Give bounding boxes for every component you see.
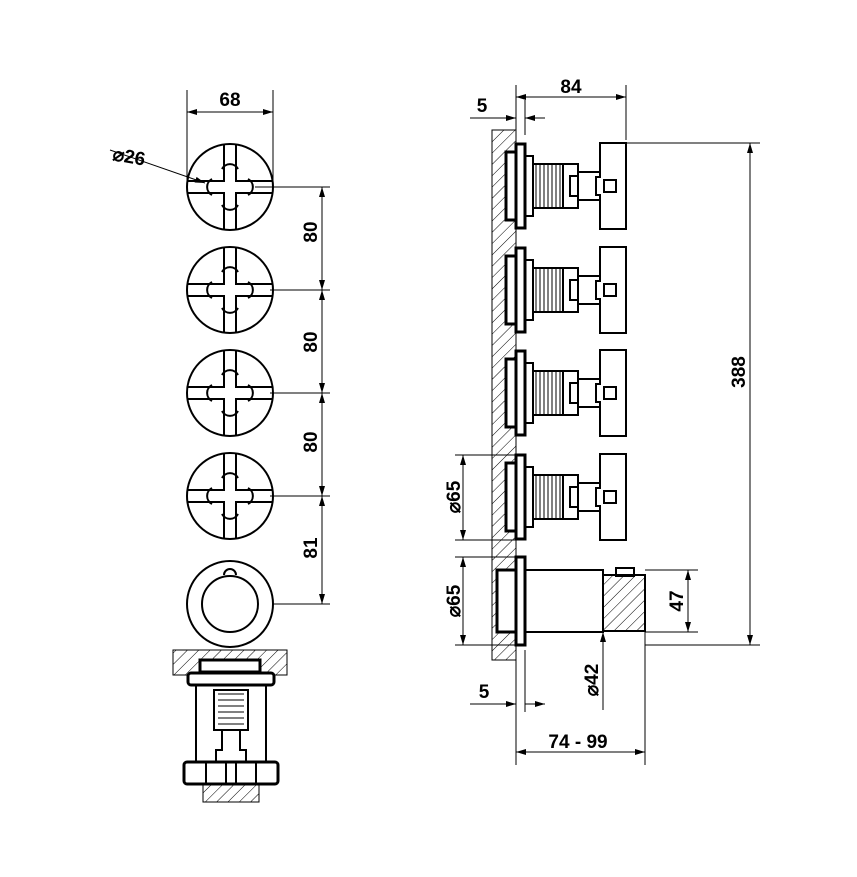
dim-depth-range: 74 - 99: [548, 732, 607, 753]
diverter-knob: [186, 560, 274, 648]
section-view: [172, 649, 288, 803]
side-valve-3: [504, 348, 628, 438]
handle-4: [186, 452, 274, 540]
dim-spacing-4: 81: [301, 537, 322, 559]
side-view: 84 5 388 47 ⌀65 ⌀65 ⌀42 5 74 - 99: [444, 77, 760, 765]
dim-flange-diameter-1: ⌀65: [444, 480, 465, 513]
dim-body-diameter: ⌀42: [582, 664, 603, 697]
front-view: 68 ⌀26 80 80 80 81: [109, 90, 330, 648]
side-valve-4: [504, 452, 628, 542]
handle-2: [186, 246, 274, 334]
dim-front-width: 68: [219, 90, 240, 111]
dim-total-height: 388: [729, 356, 750, 388]
side-diverter: [495, 555, 646, 647]
dim-flange-diameter-2: ⌀65: [444, 584, 465, 617]
dim-spacing-2: 80: [301, 331, 322, 352]
dim-wall-offset-top: 5: [477, 96, 488, 117]
dim-wall-offset-bottom: 5: [479, 682, 490, 703]
side-valve-2: [504, 245, 628, 335]
dim-body-height: 47: [667, 590, 688, 611]
side-valve-1: [504, 141, 628, 231]
dim-spacing-3: 80: [301, 431, 322, 452]
handle-3: [186, 349, 274, 437]
dim-projection: 84: [560, 77, 582, 98]
dim-spacing-1: 80: [301, 221, 322, 242]
dim-handle-diameter: ⌀26: [111, 144, 147, 170]
